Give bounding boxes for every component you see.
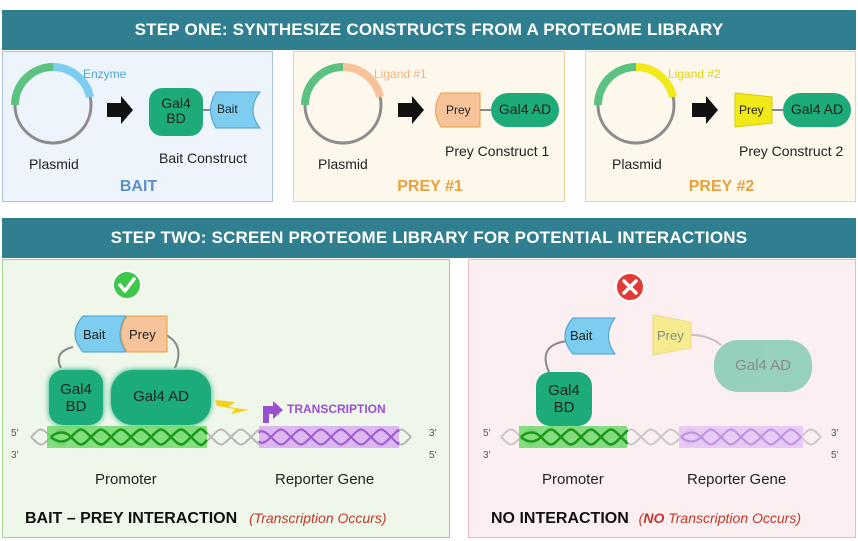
transcription-arrow-icon — [263, 401, 283, 423]
no-interaction-bd-line2: BD — [553, 399, 575, 416]
prey1-plasmid-icon — [301, 63, 384, 145]
right-3prime-top: 3' — [831, 428, 839, 439]
interaction-result: BAIT – PREY INTERACTION (Transcription O… — [25, 510, 387, 528]
prey1-panel-graphics — [301, 63, 559, 145]
interaction-graphics — [30, 270, 412, 448]
no-interaction-promoter-label: Promoter — [542, 471, 604, 488]
left-5prime-bottom: 5' — [429, 450, 437, 461]
left-3prime-bottom: 3' — [11, 450, 19, 461]
no-interaction-bd-line1: Gal4 — [548, 382, 580, 399]
prey1-ad-text: Gal4 AD — [498, 101, 552, 117]
left-3prime-top: 3' — [429, 428, 437, 439]
interaction-bd-text: Gal4 BD — [49, 381, 103, 415]
no-interaction-bd-text: Gal4 BD — [536, 382, 592, 416]
interaction-prey-shape — [120, 315, 168, 353]
prey1-gal4-ad-shape — [491, 93, 559, 127]
interaction-bd-line2: BD — [65, 398, 87, 415]
bait-bd-text: Gal4 BD — [149, 96, 203, 126]
interaction-result-bold: BAIT – PREY INTERACTION — [25, 510, 238, 527]
interaction-bait-text: Bait — [83, 327, 106, 342]
interaction-ad-text: Gal4 AD — [133, 388, 189, 405]
prey2-plasmid-label: Plasmid — [612, 156, 662, 172]
step-two-banner: STEP TWO: SCREEN PROTEOME LIBRARY FOR PO… — [2, 218, 856, 258]
bait-plasmid-label: Plasmid — [29, 156, 79, 172]
right-3prime-bottom: 3' — [483, 450, 491, 461]
bait-arrow-icon — [107, 96, 133, 124]
no-interaction-prey-shape — [652, 314, 692, 356]
prey2-gal4-ad-shape — [783, 93, 851, 127]
bait-bd-line2: BD — [166, 110, 186, 126]
prey1-arrow-icon — [398, 96, 424, 124]
prey2-ad-text: Gal4 AD — [790, 101, 844, 117]
no-interaction-result-no: NO — [643, 510, 665, 526]
interaction-panel: Bait Prey Gal4 BD Gal4 AD TRANSCRIPTION … — [2, 259, 450, 538]
prey2-panel-title: PREY #2 — [688, 178, 755, 195]
step-one-banner: STEP ONE: SYNTHESIZE CONSTRUCTS FROM A P… — [2, 10, 856, 50]
bait-gal4-bd-shape — [149, 88, 203, 136]
no-interaction-bait-shape — [564, 317, 616, 355]
prey1-plasmid-label: Plasmid — [318, 156, 368, 172]
prey2-shape-text: Prey — [739, 103, 764, 117]
interaction-gal4-bd-shape — [49, 370, 103, 425]
prey1-construct-label: Prey Construct 1 — [445, 143, 550, 159]
no-interaction-ad-text: Gal4 AD — [735, 357, 791, 374]
bait-shape-text: Bait — [217, 102, 238, 116]
ligand1-label: Ligand #1 — [374, 67, 427, 81]
no-interaction-graphics — [500, 272, 822, 448]
prey1-panel: Ligand #1 Plasmid Prey Gal4 AD Prey Cons… — [293, 51, 565, 202]
promoter-region — [47, 426, 207, 448]
right-5prime-top: 5' — [483, 428, 491, 439]
right-5prime-bottom: 5' — [831, 450, 839, 461]
interaction-promoter-label: Promoter — [95, 471, 157, 488]
bait-panel: Enzyme Plasmid Gal4 BD Bait Bait Constru… — [2, 51, 273, 202]
prey2-construct-label: Prey Construct 2 — [739, 143, 844, 159]
no-interaction-gal4-bd-shape — [536, 372, 592, 426]
prey2-plasmid-icon — [594, 63, 677, 145]
no-interaction-result: NO INTERACTION (NO Transcription Occurs) — [491, 510, 801, 528]
no-interaction-panel: Bait Prey Gal4 BD Gal4 AD 5' 3' 3' 5' Pr… — [468, 259, 856, 538]
prey2-shape — [734, 92, 773, 128]
prey1-shape-text: Prey — [446, 103, 471, 117]
interaction-bait-shape — [74, 315, 127, 353]
check-icon — [112, 270, 142, 300]
no-interaction-result-bold: NO INTERACTION — [491, 510, 629, 527]
bait-construct-label: Bait Construct — [159, 150, 247, 166]
no-interaction-reporter-label: Reporter Gene — [687, 471, 787, 488]
no-interaction-result-paren: ( — [638, 510, 644, 526]
interaction-gal4-ad-shape — [111, 370, 211, 425]
ligand2-label: Ligand #2 — [668, 67, 721, 81]
no-interaction-prey-text: Prey — [657, 328, 684, 343]
prey2-panel-graphics — [594, 63, 851, 145]
prey2-arrow-icon — [692, 96, 718, 124]
interaction-reporter-label: Reporter Gene — [275, 471, 375, 488]
bait-panel-graphics — [11, 63, 262, 145]
transcription-label: TRANSCRIPTION — [287, 402, 386, 416]
left-5prime-top: 5' — [11, 428, 19, 439]
enzyme-label: Enzyme — [83, 67, 127, 81]
prey1-shape — [435, 92, 481, 128]
interaction-bd-line1: Gal4 — [60, 381, 92, 398]
no-interaction-gal4-ad-shape — [714, 340, 812, 392]
prey1-panel-title: PREY #1 — [397, 178, 463, 195]
interaction-prey-text: Prey — [129, 327, 156, 342]
no-interaction-result-italic: Transcription Occurs) — [664, 510, 802, 526]
prey2-panel: Ligand #2 Plasmid Prey Gal4 AD Prey Cons… — [585, 51, 856, 202]
bait-plasmid-icon — [11, 63, 94, 145]
x-icon — [615, 272, 645, 302]
bait-bd-line1: Gal4 — [161, 95, 191, 111]
bait-panel-title: BAIT — [119, 178, 158, 195]
no-interaction-bait-text: Bait — [570, 328, 593, 343]
bait-shape — [210, 91, 262, 129]
interaction-result-italic: (Transcription Occurs) — [249, 510, 387, 526]
lightning-icon — [215, 400, 249, 414]
